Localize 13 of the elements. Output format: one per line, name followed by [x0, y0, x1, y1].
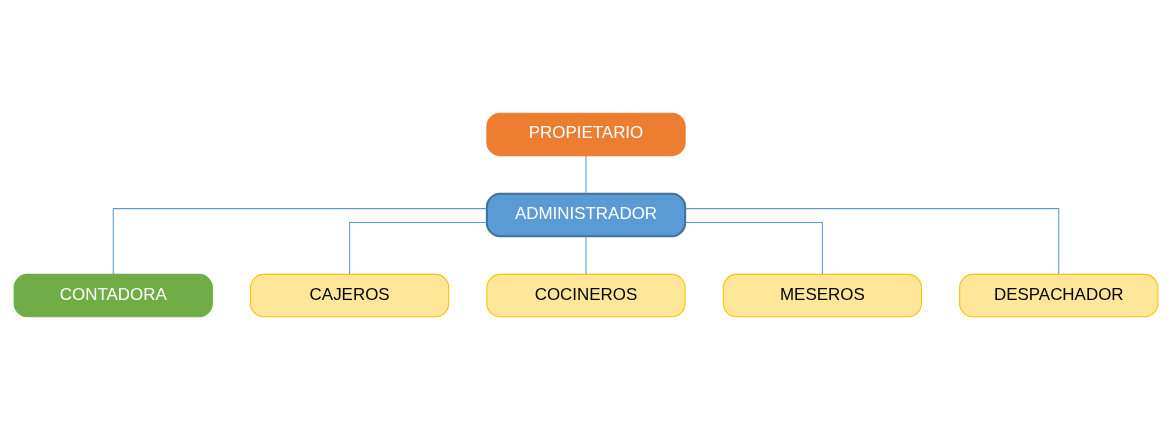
connector	[684, 208, 1060, 275]
connector	[684, 221, 823, 275]
node-box: COCINEROS	[486, 273, 686, 318]
node-box: CONTADORA	[13, 273, 213, 318]
node-box: MESEROS	[722, 273, 922, 318]
node-box: DESPACHADOR	[959, 273, 1159, 318]
node-box: CAJEROS	[250, 273, 450, 318]
node-box: ADMINISTRADOR	[485, 192, 687, 238]
node-box: PROPIETARIO	[486, 112, 686, 157]
connector	[349, 221, 488, 275]
connector	[112, 208, 488, 275]
connector	[585, 236, 587, 275]
connector	[585, 155, 587, 195]
